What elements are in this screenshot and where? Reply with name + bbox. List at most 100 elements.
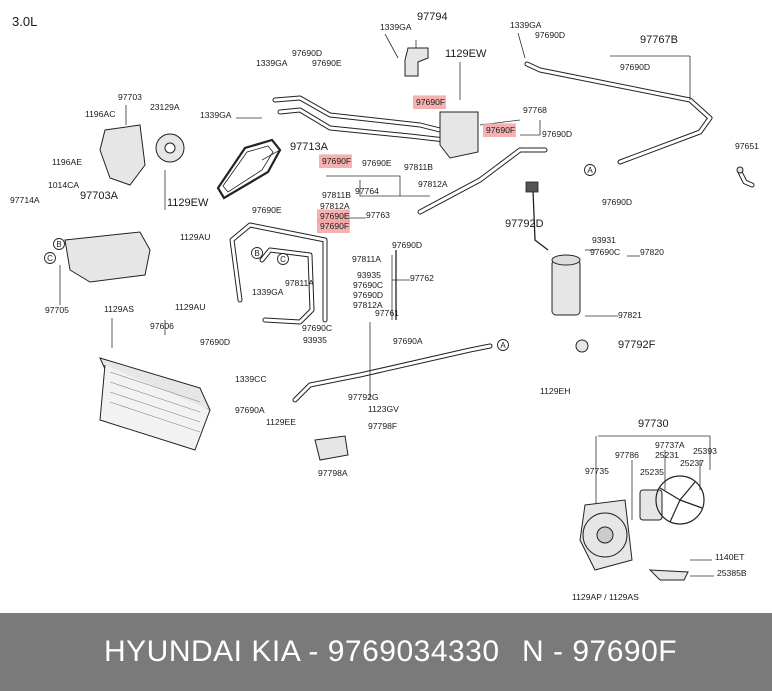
part-number-label: 97690C bbox=[302, 323, 332, 333]
footer-part-number: HYUNDAI KIA - 9769034330 bbox=[104, 635, 500, 668]
part-number-label: 97792D bbox=[505, 218, 544, 230]
part-number-label: 97690D bbox=[535, 30, 565, 40]
part-number-label: 1140ET bbox=[715, 552, 745, 562]
part-number-label: 97690C bbox=[590, 247, 620, 257]
part-number-label: 1339GA bbox=[252, 287, 284, 297]
circle-mark-letter: B bbox=[254, 249, 259, 258]
fan-blade bbox=[655, 475, 705, 525]
highlight-box bbox=[483, 123, 516, 137]
part-number-label: 97798A bbox=[318, 468, 348, 478]
part-number-label: 97690D bbox=[200, 337, 230, 347]
part-number-label: 1339GA bbox=[200, 110, 232, 120]
part-number-label: 93935 bbox=[303, 335, 327, 345]
part-number-label: 1129EW bbox=[445, 48, 487, 60]
part-number-label: 97811A bbox=[352, 254, 381, 264]
part-number-label: 1014CA bbox=[48, 180, 79, 190]
part-number-label: 1196AE bbox=[52, 157, 82, 167]
part-number-label: 1196AC bbox=[85, 109, 115, 119]
circle-mark: C bbox=[277, 253, 289, 265]
part-number-label: 97768 bbox=[523, 105, 547, 115]
part-number-label: 97735 bbox=[585, 466, 609, 476]
footer-code: N - 97690F bbox=[522, 635, 678, 668]
part-number-label: 97737A bbox=[655, 440, 685, 450]
compressor-bracket-97703 bbox=[99, 124, 146, 186]
part-number-label: 25385B bbox=[717, 568, 747, 578]
drive-belt bbox=[216, 138, 282, 200]
part-number-label: 97811A bbox=[285, 278, 314, 288]
part-number-label: 97690E bbox=[312, 58, 342, 68]
pressure-switch-97792f bbox=[575, 339, 589, 353]
bracket-97794 bbox=[404, 47, 429, 77]
part-number-label: 97821 bbox=[618, 310, 642, 320]
circle-mark: A bbox=[584, 164, 596, 176]
part-number-label: 97606 bbox=[150, 321, 174, 331]
part-number-label: 97690F bbox=[322, 156, 351, 166]
part-number-label: 97705 bbox=[45, 305, 69, 315]
part-number-label: 97651 bbox=[735, 141, 759, 151]
compressor-97705 bbox=[64, 231, 151, 283]
pipe-lines bbox=[229, 61, 755, 403]
part-number-label: 97690F bbox=[486, 125, 515, 135]
valve-block bbox=[439, 111, 479, 159]
part-number-label: 1339GA bbox=[380, 22, 412, 32]
part-number-label: 1129AS bbox=[104, 304, 134, 314]
part-number-label: 97690A bbox=[235, 405, 265, 415]
part-number-label: 1129EW bbox=[167, 197, 209, 209]
part-number-label: 97690F bbox=[416, 97, 445, 107]
part-number-label: 97730 bbox=[638, 418, 669, 430]
part-number-label: 97767B bbox=[640, 34, 678, 46]
part-number-label: 25237 bbox=[680, 458, 704, 468]
part-number-label: 97792F bbox=[618, 339, 656, 351]
part-number-label: 97703A bbox=[80, 190, 119, 202]
ac-parts-diagram: 3.0L bbox=[10, 11, 759, 602]
part-number-label: 1129AU bbox=[180, 232, 210, 242]
circle-mark-letter: B bbox=[56, 240, 61, 249]
part-number-label: 97812A bbox=[320, 201, 350, 211]
part-number-label: 97690F bbox=[320, 221, 349, 231]
part-number-label: 97811B bbox=[322, 190, 351, 200]
leader-lines bbox=[59, 32, 714, 577]
part-number-label: 97798F bbox=[368, 421, 397, 431]
part-number-label: 23129A bbox=[150, 102, 180, 112]
part-number-label: 1129EE bbox=[266, 417, 296, 427]
circle-mark-letter: A bbox=[500, 341, 506, 350]
highlight-box bbox=[319, 154, 352, 168]
circle-mark: C bbox=[44, 252, 56, 264]
highlight-box bbox=[317, 219, 350, 233]
part-number-label: 97812A bbox=[418, 179, 448, 189]
part-number-label: 25235 bbox=[640, 467, 664, 477]
part-number-label: 97690D bbox=[602, 197, 632, 207]
part-number-label: 93931 bbox=[592, 235, 616, 245]
part-number-label: 97690E bbox=[362, 158, 392, 168]
components bbox=[64, 47, 744, 581]
part-number-label: 97690D bbox=[542, 129, 572, 139]
circle-mark: B bbox=[251, 247, 263, 259]
part-number-label: 97690E bbox=[320, 211, 350, 221]
part-number-label: 1129AP / 1129AS bbox=[572, 592, 639, 602]
part-number-label: 97690C bbox=[353, 280, 383, 290]
circle-mark-letter: A bbox=[587, 166, 593, 175]
part-number-label: 1339GA bbox=[510, 20, 542, 30]
part-number-label: 97690D bbox=[292, 48, 322, 58]
part-number-label: 97690D bbox=[353, 290, 383, 300]
bracket-25385b bbox=[648, 569, 689, 581]
valve-97798a bbox=[314, 435, 349, 461]
part-number-label: 97764 bbox=[355, 186, 379, 196]
part-number-label: 97812A bbox=[353, 300, 383, 310]
part-number-label: 25393 bbox=[693, 446, 717, 456]
part-number-label: 1123GV bbox=[368, 404, 399, 414]
part-number-label: 97820 bbox=[640, 247, 664, 257]
part-number-label: 97811B bbox=[404, 162, 433, 172]
part-number-label: 1129EH bbox=[540, 386, 570, 396]
highlight-layer bbox=[317, 95, 516, 233]
engine-label: 3.0L bbox=[12, 14, 37, 29]
pressure-switch-97792d bbox=[525, 181, 539, 193]
part-number-label: 97690D bbox=[392, 240, 422, 250]
part-number-label: 97714A bbox=[10, 195, 40, 205]
part-number-label: 97792G bbox=[348, 392, 379, 402]
circle-mark-letter: C bbox=[47, 254, 53, 263]
part-number-label: 25231 bbox=[655, 450, 679, 460]
